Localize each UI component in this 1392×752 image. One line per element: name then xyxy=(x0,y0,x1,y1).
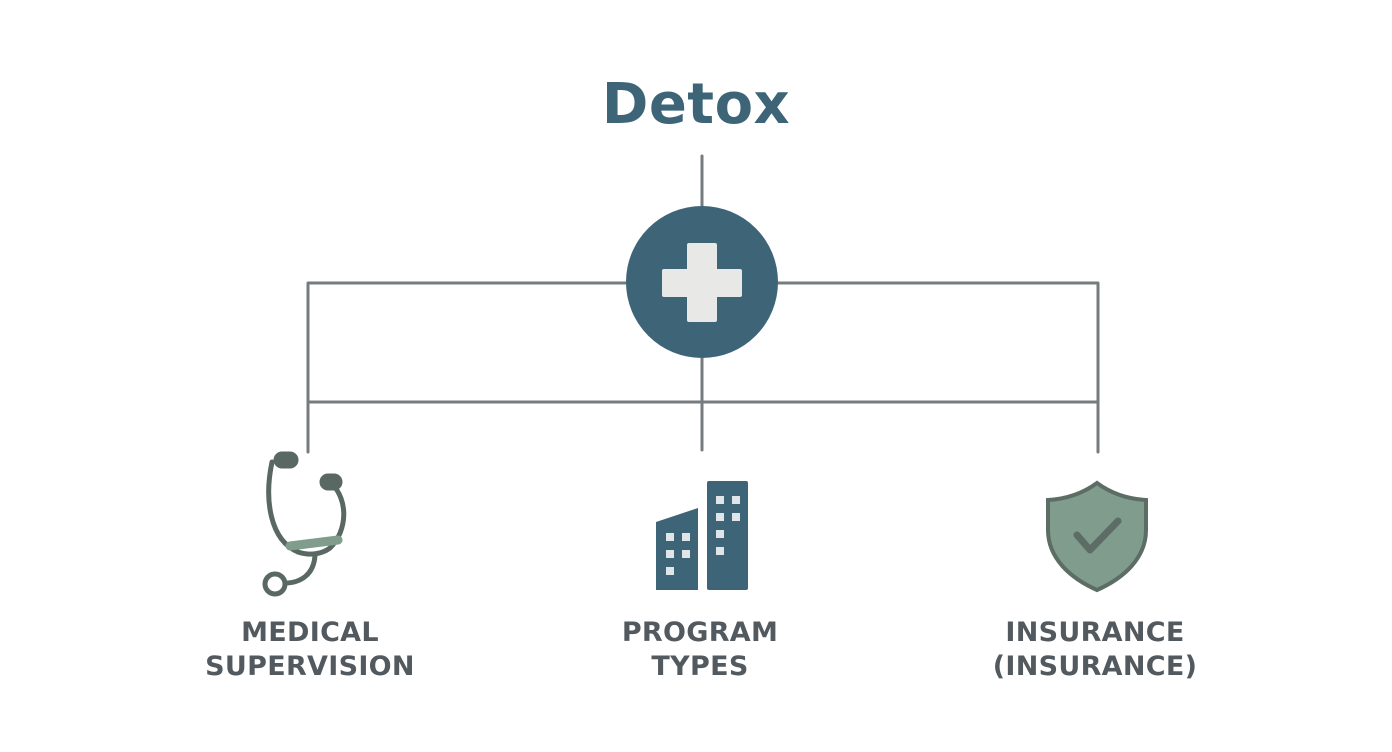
connector-lines xyxy=(306,154,1100,454)
building-icon xyxy=(656,481,748,590)
connector-upper-bracket xyxy=(306,281,1100,454)
building-short xyxy=(656,508,698,590)
diagram-title: Detox xyxy=(601,72,791,137)
label-line: MEDICAL xyxy=(241,617,379,648)
stethoscope-tube-band xyxy=(285,535,343,551)
branch-label-insurance: INSURANCE (INSURANCE) xyxy=(945,616,1245,684)
earpiece-left xyxy=(273,451,299,469)
checkmark xyxy=(1073,517,1122,554)
label-line: TYPES xyxy=(651,651,749,682)
medical-cross-icon xyxy=(662,243,742,322)
building-windows xyxy=(666,496,740,575)
shield-shape xyxy=(1046,480,1148,593)
shield-check-icon xyxy=(1046,480,1148,593)
label-line: INSURANCE xyxy=(1005,617,1185,648)
label-line: PROGRAM xyxy=(621,617,779,648)
label-line: (INSURANCE) xyxy=(992,651,1198,682)
earpiece-right xyxy=(319,473,343,491)
center-node xyxy=(626,206,778,358)
label-line: SUPERVISION xyxy=(205,651,415,682)
chestpiece xyxy=(262,571,288,597)
building-tall xyxy=(707,481,748,590)
branch-label-program-types: PROGRAM TYPES xyxy=(550,616,850,684)
branch-label-medical-supervision: MEDICAL SUPERVISION xyxy=(160,616,460,684)
stethoscope-icon xyxy=(262,451,347,597)
